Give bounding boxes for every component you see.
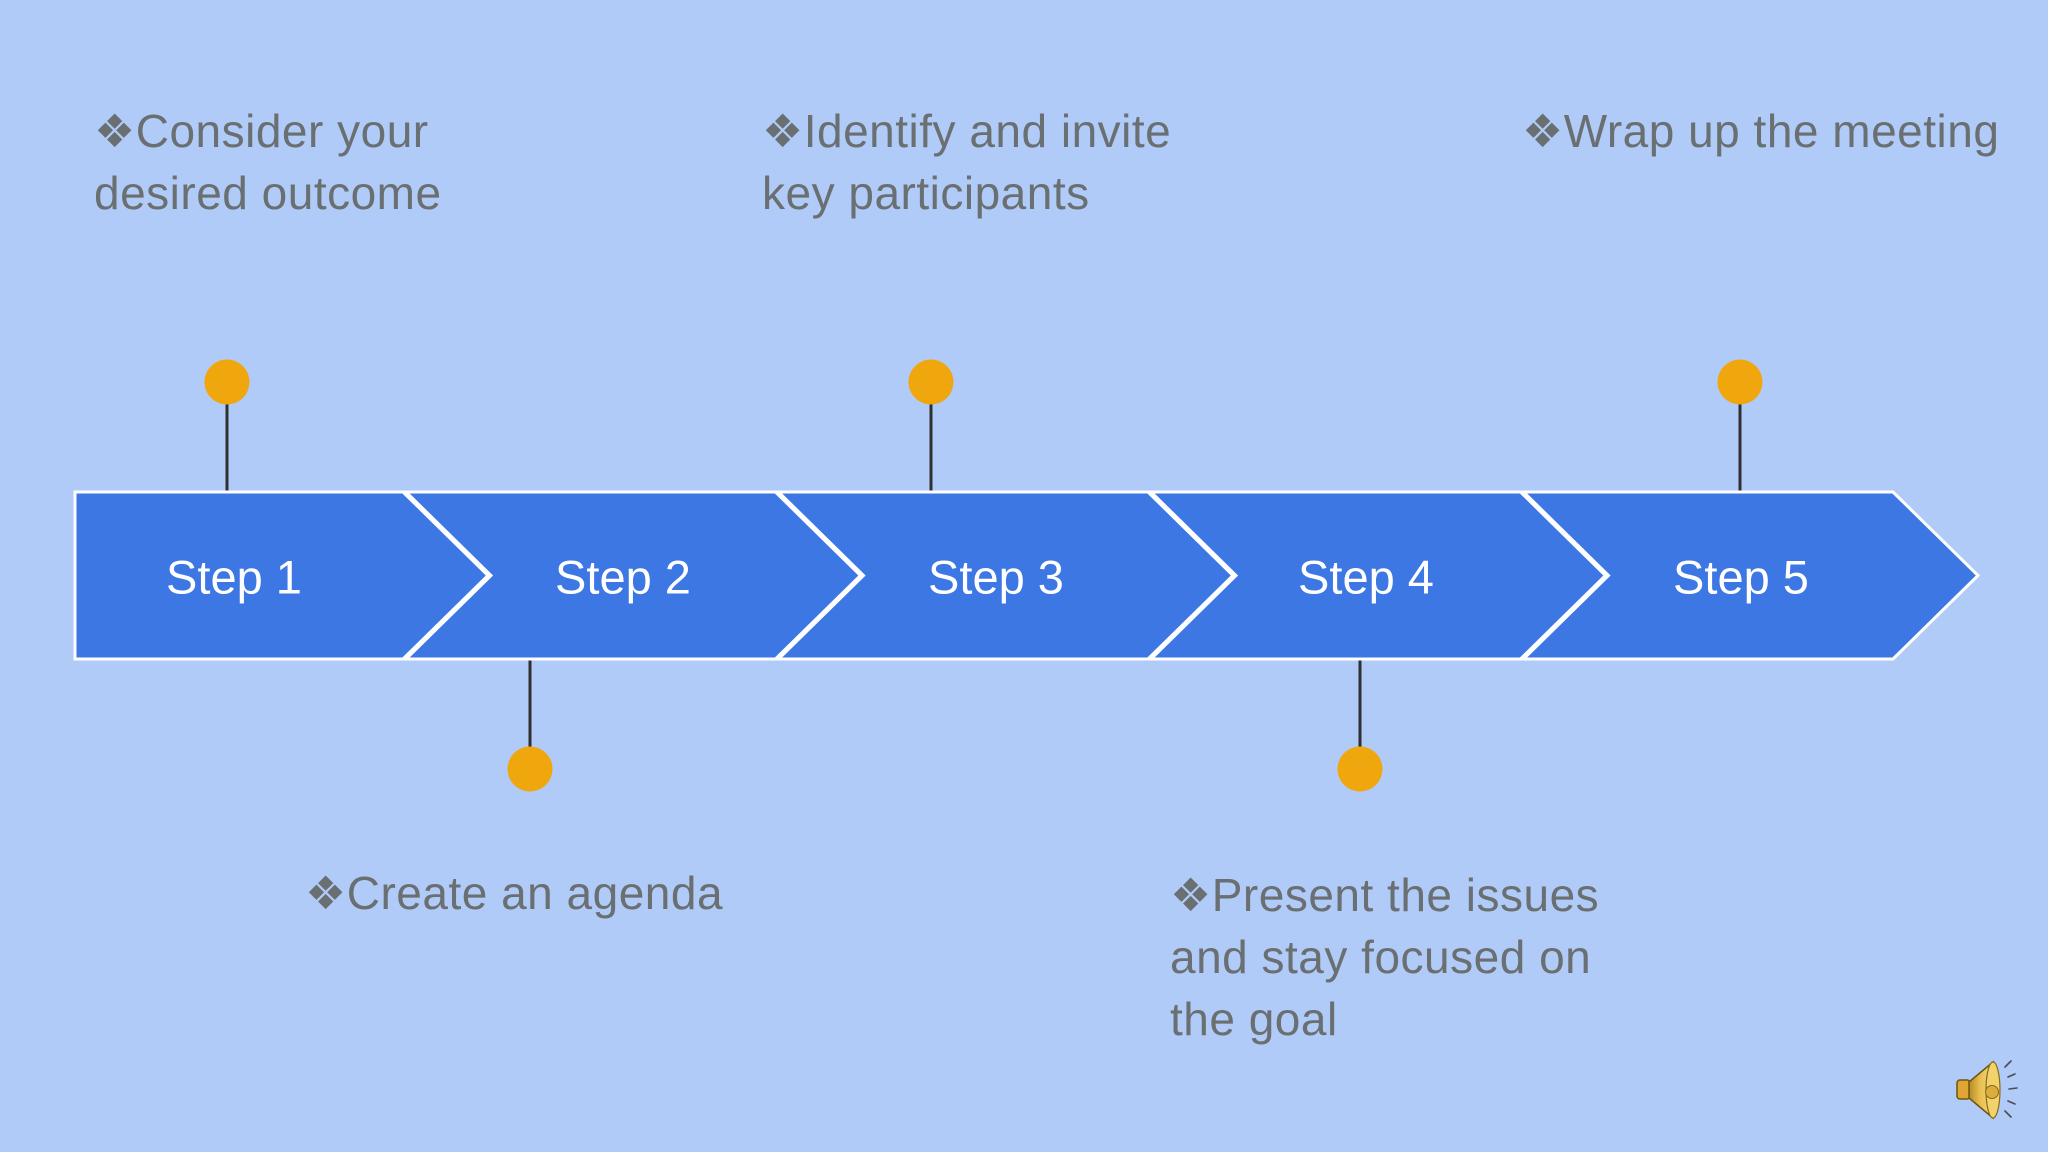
chevron-step-1: Step 1	[73, 490, 491, 661]
chevron-shape	[73, 490, 491, 661]
note-wrap-up-meeting: ❖Wrap up the meeting	[1522, 105, 2000, 157]
pin-above-step-3	[908, 359, 954, 492]
chevron-shape	[402, 490, 863, 661]
speaker-body	[1956, 1060, 2001, 1120]
pin-above-step-1	[204, 359, 250, 492]
chevron-step-2: Step 2	[402, 490, 863, 661]
pin-dot-icon	[1337, 746, 1383, 792]
step-1-label: Step 1	[166, 551, 302, 604]
pin-above-step-5	[1717, 359, 1763, 492]
chevron-step-5: Step 5	[1519, 490, 1981, 661]
sound-waves	[2004, 1060, 2018, 1118]
chevron-shape	[1147, 490, 1608, 661]
pin-dot-icon	[507, 746, 553, 792]
step-2-label: Step 2	[555, 551, 691, 604]
step-5-label: Step 5	[1673, 551, 1809, 604]
chevron-step-3: Step 3	[774, 490, 1236, 661]
chevron-step-4: Step 4	[1147, 490, 1608, 661]
speaker-icon[interactable]	[1948, 1055, 2024, 1127]
step-3-label: Step 3	[928, 551, 1064, 604]
step-4-label: Step 4	[1298, 551, 1434, 604]
pin-dot-icon	[204, 359, 250, 405]
pin-below-step-2	[507, 659, 553, 792]
note-identify-participants: ❖Identify and invite key participants	[762, 105, 1172, 219]
pin-dot-icon	[1717, 359, 1763, 405]
note-create-agenda: ❖Create an agenda	[305, 867, 724, 919]
pin-below-step-4	[1337, 659, 1383, 792]
pin-dot-icon	[908, 359, 954, 405]
note-consider-outcome: ❖Consider your desired outcome	[94, 105, 442, 219]
note-present-issues: ❖Present the issues and stay focused on …	[1170, 869, 1600, 1045]
chevron-shape	[1519, 490, 1981, 661]
chevron-shape	[774, 490, 1236, 661]
